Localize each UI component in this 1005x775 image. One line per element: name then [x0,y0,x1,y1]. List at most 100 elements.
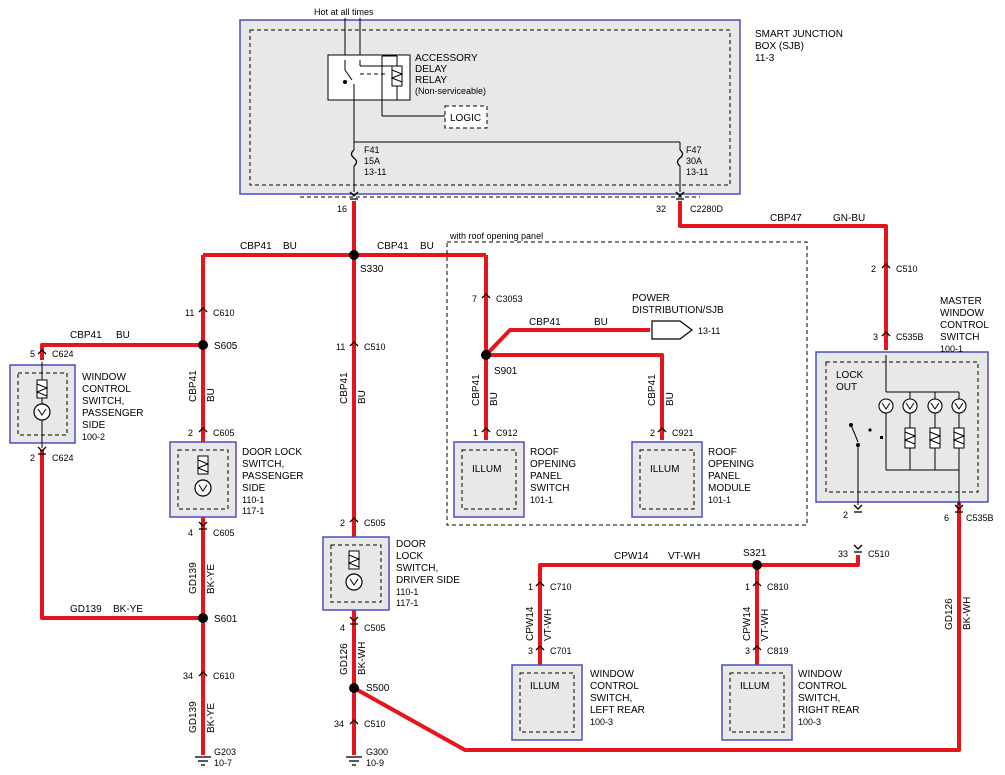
master-window-control-switch: MASTER WINDOW CONTROL SWITCH 100-1 LOCK … [815,296,989,505]
roof-module-ref: 101-1 [708,495,731,505]
pin-1-c810: 1 [745,582,750,592]
conn-c624-lower: C624 [52,453,74,463]
conn-c605-lower: C605 [213,528,235,538]
wire-cbp41-left: CBP41 [240,241,272,252]
mw-line1: MASTER [940,296,982,307]
wire-bu-vertical-left: BU [206,388,217,402]
pin-32: 32 [656,204,666,214]
dlsd-line2: LOCK [396,551,424,562]
wire-bkye-vertical-upper: BK-YE [206,564,217,594]
bulb-icon [927,398,943,414]
splice-s500: S500 [366,683,390,694]
f47-amp: 30A [686,156,702,166]
roof-switch-line3: PANEL [530,471,562,482]
pin-6-c535b: 6 [944,513,949,523]
bulb-icon [878,398,894,414]
wire-cbp41-vertical-center: CBP41 [339,372,350,404]
pin-2-c624: 2 [30,453,35,463]
pin-1-c710: 1 [528,582,533,592]
bulb-icon [951,398,967,414]
wcrr-line1: WINDOW [798,669,842,680]
dlsd-line3: SWITCH, [396,563,438,574]
dlsp-line4: SIDE [242,483,266,494]
conn-c535b-lower: C535B [966,513,994,523]
wire-cpw14-vertical-left-rear: CPW14 [525,606,536,641]
connector-marks: 11 C610 5 C624 2 C624 2 C605 4 C605 34 C… [30,263,994,729]
conn-c921: C921 [672,428,694,438]
wire-gd126-vertical-center: GD126 [339,643,350,675]
wcrr-ref: 100-3 [798,717,821,727]
splice-s321-node [752,560,762,570]
wire-gd126-vertical-right: GD126 [944,598,955,630]
wire-cpw14-vertical-right-rear: CPW14 [742,606,753,641]
wclr-line2: CONTROL [590,681,639,692]
wire-cbp41-s605: CBP41 [70,330,102,341]
pin-3-c535b: 3 [873,332,878,342]
conn-c505-upper: C505 [364,518,386,528]
c2280d-label: C2280D [690,204,724,214]
splice-s601: S601 [214,614,238,625]
hot-at-all-times-label: Hot at all times [314,7,374,17]
window-control-switch-left-rear: ILLUM WINDOW CONTROL SWITCH, LEFT REAR 1… [511,664,645,741]
wcsp-line5: SIDE [82,420,106,431]
wire-gd139-horizontal: GD139 [70,604,102,615]
sjb-name-line1: SMART JUNCTION [755,29,843,40]
dlsd-ref1: 110-1 [396,587,418,597]
pin-3-c701: 3 [528,646,533,656]
relay-label-line4: (Non-serviceable) [415,86,486,96]
right-rear-illum: ILLUM [740,681,769,692]
wire-bu-vertical-center: BU [357,390,368,404]
conn-c505-lower: C505 [364,623,386,633]
wcrr-line4: RIGHT REAR [798,705,860,716]
conn-c610-upper: C610 [213,308,235,318]
pin-34-c610: 34 [183,671,193,681]
sjb-page: 11-3 [755,53,775,64]
roof-module-line2: OPENING [708,459,754,470]
wclr-ref: 100-3 [590,717,613,727]
dlsd-line1: DOOR [396,539,426,550]
power-distribution-line2: DISTRIBUTION/SJB [632,305,724,316]
splices: S330 S605 S601 S500 S901 S321 [198,250,767,694]
pin-11-c610: 11 [185,308,194,318]
bulb-icon [33,403,51,421]
pin-4-c505: 4 [340,623,345,633]
pin-7-c3053: 7 [472,294,477,304]
wire-vtwh-vertical-left-rear: VT-WH [543,609,554,641]
pin-11-c510: 11 [336,342,345,352]
lock-out-line2: OUT [836,382,857,393]
ground-g300-label: G300 [366,747,388,757]
wire-gnbu: GN-BU [833,213,865,224]
pin-2-c605: 2 [188,428,193,438]
conn-c912: C912 [496,428,518,438]
pin-2-c535b: 2 [843,510,848,520]
sjb-internal-wiring: F41 15A 13-11 F47 30A 13-11 [350,84,708,192]
wcsp-line2: CONTROL [82,384,131,395]
bulb-icon [902,398,918,414]
wcrr-line2: CONTROL [798,681,847,692]
splice-s321: S321 [743,548,767,559]
power-distribution-line1: POWER [632,293,670,304]
f41-amp: 15A [364,156,380,166]
wire-bu-right: BU [420,241,434,252]
f41-ref: 13-11 [364,167,386,177]
wire-labels: CBP41 BU CBP41 BU CBP41 BU CBP47 GN-BU C… [70,213,973,733]
pin-2-c510-right: 2 [871,264,876,274]
wire-cbp47: CBP47 [770,213,802,224]
roof-module-line4: MODULE [708,483,751,494]
dlsp-line3: PASSENGER [242,471,304,482]
wire-gd139-vertical-lower: GD139 [188,701,199,733]
power-distribution-ref: 13-11 [698,326,720,336]
relay-label-line3: RELAY [415,75,447,86]
accessory-delay-relay: ACCESSORY DELAY RELAY (Non-serviceable) [327,53,486,117]
conn-c810: C810 [767,582,789,592]
wire-bu-vertical-roof-switch: BU [489,392,500,406]
wire-bkye-horizontal: BK-YE [113,604,143,615]
hot-at-all-times-feed: Hot at all times [314,7,374,60]
conn-c605-upper: C605 [213,428,235,438]
wcsp-ref: 100-2 [82,432,105,442]
conn-c610-lower: C610 [213,671,235,681]
roof-switch-line1: ROOF [530,447,559,458]
roof-switch-line4: SWITCH [530,483,569,494]
wire-bkwh-vertical-center: BK-WH [357,642,368,675]
ground-g300-ref: 10-9 [366,758,384,768]
